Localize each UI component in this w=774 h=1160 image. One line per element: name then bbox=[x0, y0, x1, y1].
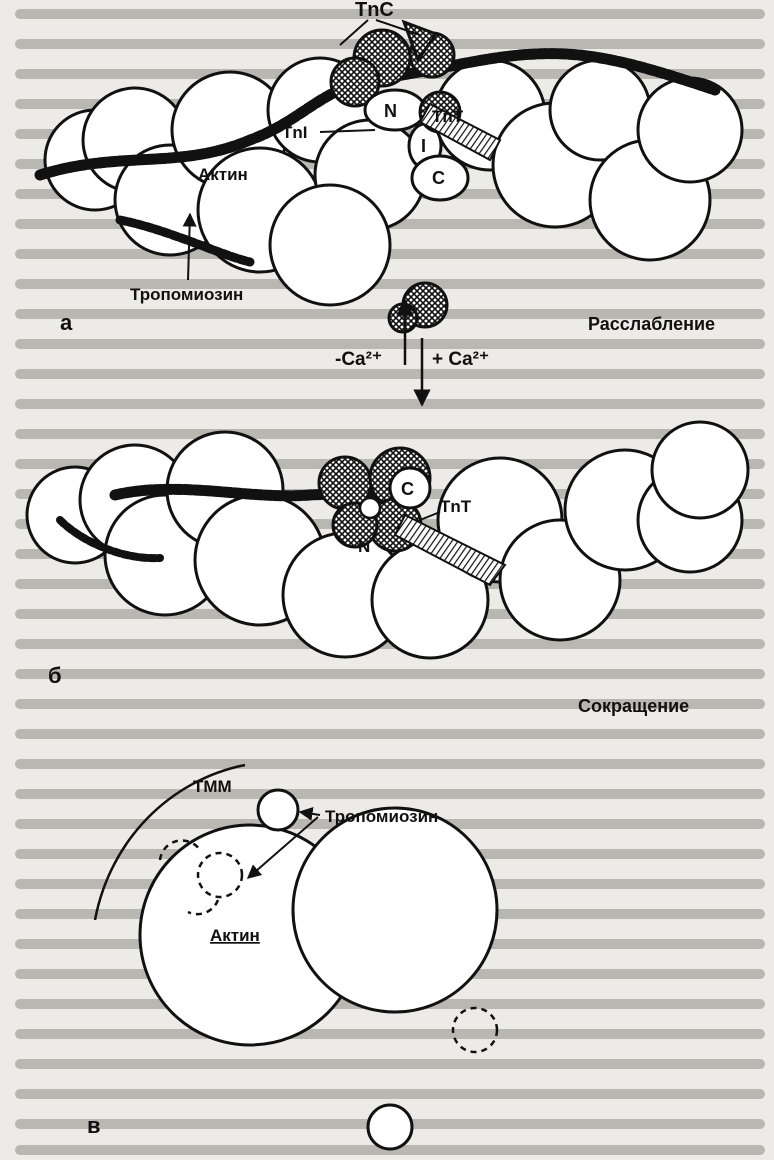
actin-circle-right bbox=[293, 808, 497, 1012]
label-n-a: N bbox=[384, 101, 397, 121]
label-tropomyosin-v: Тропомиозин bbox=[325, 807, 438, 826]
label-plus-ca: + Ca²⁺ bbox=[432, 349, 489, 370]
small-circle-bottom bbox=[368, 1105, 412, 1149]
state-label-a: Расслабление bbox=[588, 314, 715, 334]
label-tnt-b: TnT bbox=[440, 497, 472, 516]
label-i-a: I bbox=[421, 136, 426, 156]
label-actin-a: Актин bbox=[198, 165, 248, 184]
label-minus-ca: -Ca²⁺ bbox=[335, 349, 382, 370]
label-actin-v: Актин bbox=[210, 926, 260, 945]
label-tnc: TnC bbox=[355, 0, 394, 21]
label-c-a: C bbox=[432, 168, 445, 188]
panel-letter-v: в bbox=[87, 1113, 101, 1138]
panel-letter-b: б bbox=[48, 663, 62, 688]
label-tmm: ТММ bbox=[193, 777, 232, 796]
label-c-b: C bbox=[401, 479, 414, 499]
panel-letter-a: а bbox=[60, 310, 73, 335]
label-n-b: N bbox=[358, 537, 370, 556]
state-label-b: Сокращение bbox=[578, 696, 689, 716]
label-tnt-a: TnT bbox=[432, 107, 464, 126]
tropomyosin-circle bbox=[258, 790, 298, 830]
label-tropomyosin-a: Тропомиозин bbox=[130, 285, 243, 304]
tropomyosin-arrow-v bbox=[300, 812, 320, 815]
label-tni: TnI bbox=[282, 123, 308, 142]
